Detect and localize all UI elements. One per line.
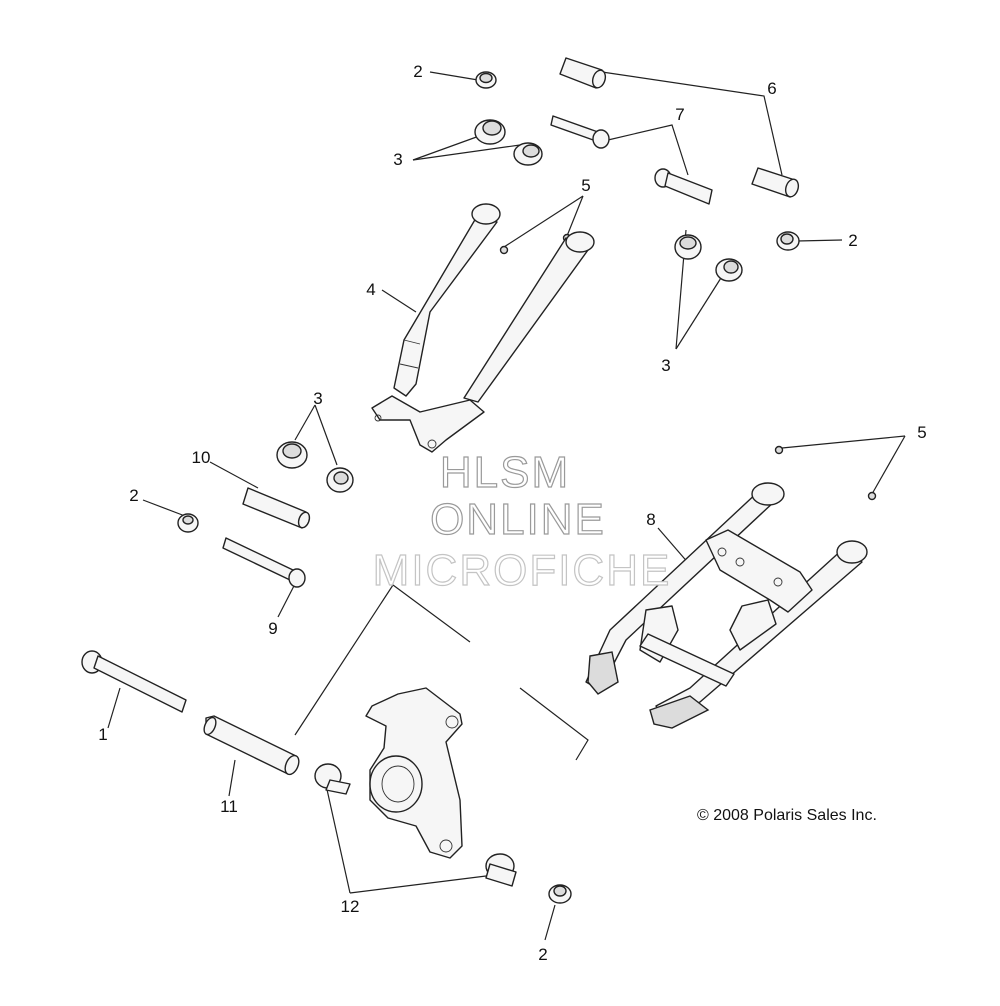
- watermark: HLSM ONLINE MICROFICHE: [372, 447, 672, 595]
- bushing-pair-left: [276, 441, 354, 493]
- flange-nut-top: [475, 71, 497, 89]
- callout-1: 1: [98, 725, 107, 744]
- copyright-text: © 2008 Polaris Sales Inc.: [697, 807, 877, 824]
- callout-7: 7: [675, 105, 684, 124]
- pivot-bolt-top: [550, 115, 610, 149]
- callout-3-top-left: 3: [393, 150, 402, 169]
- callout-11: 11: [220, 797, 238, 816]
- leader-lines: [107, 71, 906, 941]
- steering-knuckle: [365, 687, 463, 859]
- callout-9: 9: [268, 619, 277, 638]
- callout-5-lower: 5: [917, 423, 926, 442]
- upper-a-arm: [371, 203, 595, 453]
- flange-nut-left: [177, 513, 199, 533]
- flange-nut-bottom: [548, 884, 572, 904]
- callout-4: 4: [366, 280, 375, 299]
- bushing-pair-right: [674, 234, 743, 282]
- callout-2-right: 2: [848, 231, 857, 250]
- pivot-bolt-left: [222, 537, 306, 588]
- watermark-line-2: ONLINE: [430, 495, 606, 544]
- callout-10: 10: [192, 448, 211, 467]
- callout-2-left: 2: [129, 486, 138, 505]
- pivot-tube-top: [559, 57, 607, 89]
- watermark-line-3: MICROFICHE: [373, 546, 672, 595]
- callout-3-left: 3: [313, 389, 322, 408]
- callout-labels: 2 3 6 7 5 2 4 3 3 10 2 5 8 9 1 11 12 2: [98, 62, 926, 964]
- pivot-tube-left: [242, 487, 311, 529]
- bushing-pair-lower: [314, 763, 517, 887]
- grease-fittings-lower: [774, 445, 877, 501]
- flange-nut-right: [776, 231, 800, 251]
- callout-12: 12: [341, 897, 360, 916]
- long-tube: [203, 715, 300, 776]
- long-bolt: [81, 650, 187, 713]
- callout-2-top: 2: [413, 62, 422, 81]
- callout-2-bottom: 2: [538, 945, 547, 964]
- pivot-tube-right: [751, 167, 800, 198]
- watermark-line-1: HLSM: [440, 448, 570, 497]
- bushing-pair-top-left: [474, 119, 543, 166]
- callout-3-right: 3: [661, 356, 670, 375]
- callout-8: 8: [646, 510, 655, 529]
- callout-6: 6: [767, 79, 776, 98]
- pivot-bolt-right: [654, 168, 713, 205]
- callout-5-upper: 5: [581, 176, 590, 195]
- lower-a-arm: [585, 482, 868, 729]
